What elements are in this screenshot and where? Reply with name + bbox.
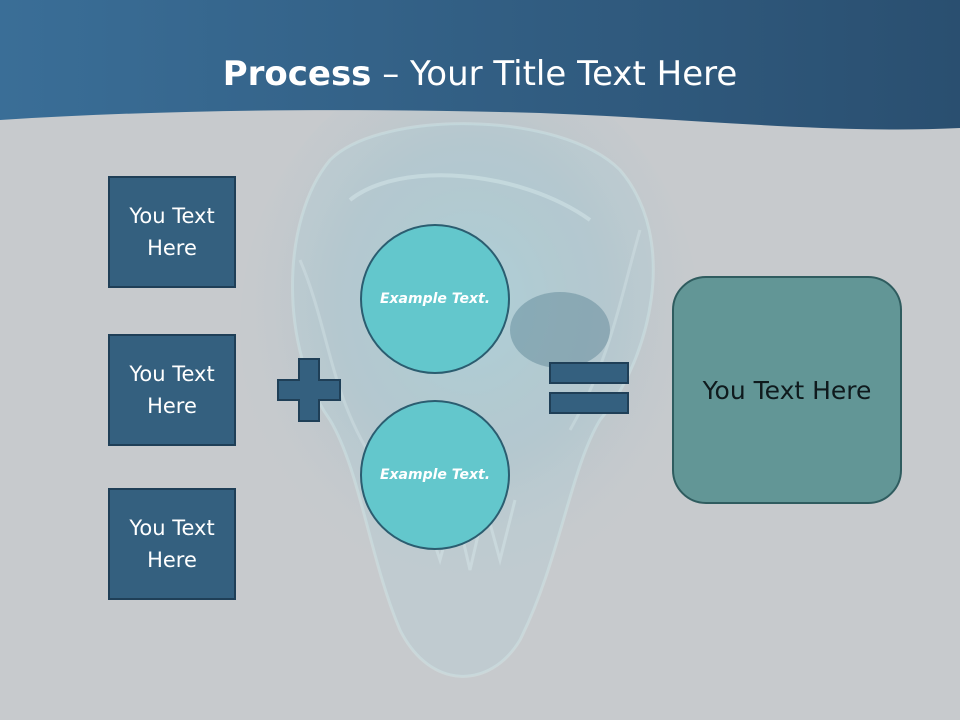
text-box-1: You Text Here [108,176,236,288]
plus-icon [277,358,341,422]
example-circle-1: Example Text. [360,224,510,374]
example-circle-2: Example Text. [360,400,510,550]
result-box: You Text Here [672,276,902,504]
text-box-2: You Text Here [108,334,236,446]
header-banner [0,0,960,130]
title-rest: – Your Title Text Here [371,54,738,94]
equals-icon [549,362,629,414]
slide-title: Process – Your Title Text Here [0,52,960,96]
text-box-3: You Text Here [108,488,236,600]
title-bold: Process [222,54,372,94]
